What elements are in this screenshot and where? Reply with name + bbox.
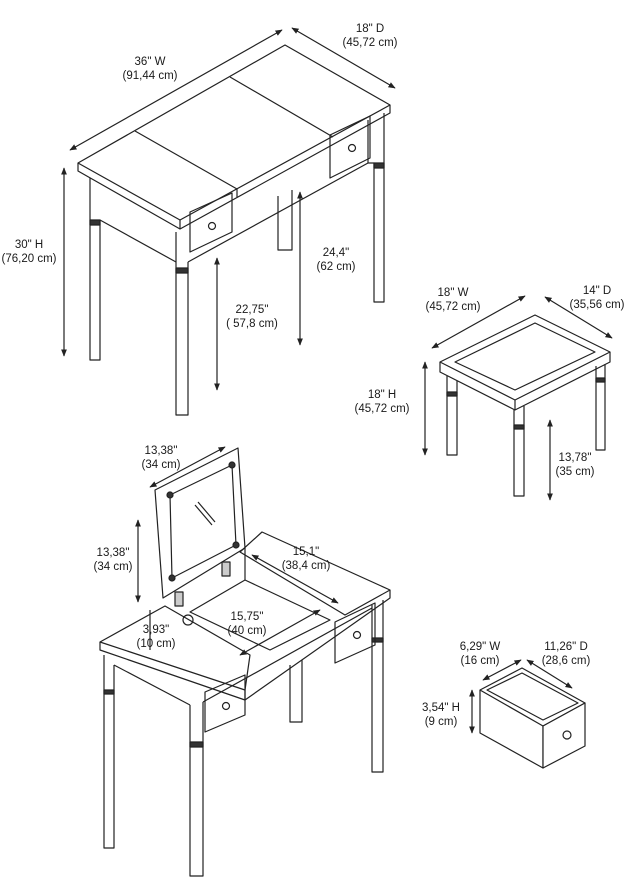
- vanity-closed-dimension-lines: [61, 27, 396, 391]
- stool-dimension-lines: [422, 295, 613, 501]
- vanity-open-drawing: [99, 447, 391, 877]
- drawer-dimension-lines: [469, 659, 573, 734]
- vanity-width-label: 36" W(91,44 cm): [122, 56, 178, 82]
- mirror-height-label: 13,38"(34 cm): [93, 547, 133, 573]
- drawer-drawing: [479, 667, 586, 769]
- vanity-depth-label: 18" D(45,72 cm): [342, 23, 398, 49]
- knee-clearance-label: 22,75"( 57,8 cm): [226, 304, 278, 330]
- stool-height-label: 18" H(45,72 cm): [354, 389, 410, 415]
- vanity-height-label: 30" H(76,20 cm): [1, 239, 57, 265]
- stool-width-label: 18" W(45,72 cm): [425, 287, 481, 313]
- drawer-width-label: 6,29" W(16 cm): [459, 641, 501, 667]
- compartment-width-label: 15,75"(40 cm): [227, 611, 267, 637]
- drawer-depth-label: 11,26" D(28,6 cm): [541, 641, 591, 667]
- compartment-height-label: 3,93"(10 cm): [136, 624, 176, 650]
- drawer-height-label: 3,54" H(9 cm): [422, 702, 460, 728]
- stool-leg-height-label: 13,78"(35 cm): [555, 452, 595, 478]
- stool-depth-label: 14" D(35,56 cm): [569, 285, 625, 311]
- apron-clearance-label: 24,4"(62 cm): [316, 247, 356, 273]
- vanity-open-dimension-lines: [135, 446, 339, 656]
- mirror-width-label: 13,38"(34 cm): [141, 445, 181, 471]
- compartment-depth-label: 15,1"(38,4 cm): [281, 546, 331, 572]
- vanity-closed-drawing: [77, 44, 391, 416]
